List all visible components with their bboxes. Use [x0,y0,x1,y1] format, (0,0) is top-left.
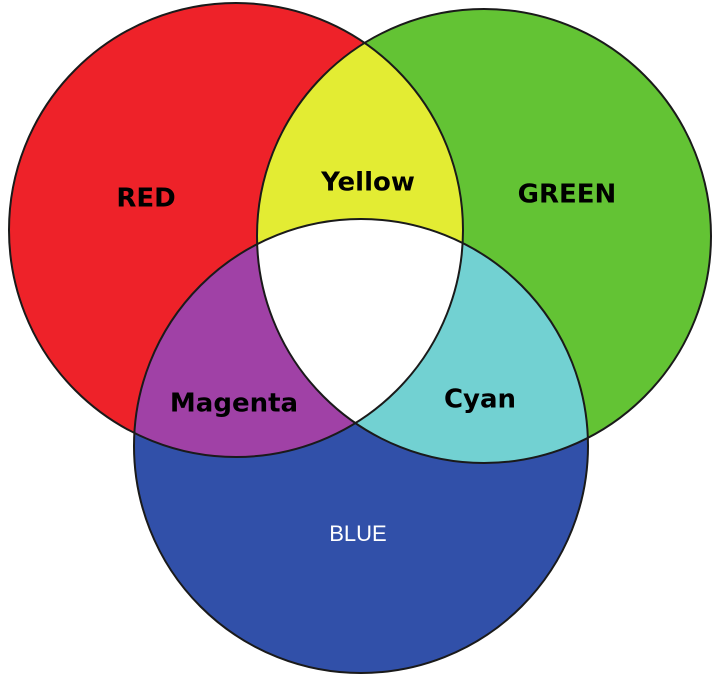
label-cyan: Cyan [444,385,516,415]
label-green: GREEN [518,180,617,210]
circle-blue-outline [133,218,589,674]
circle-green-outline [256,8,712,464]
label-blue: BLUE [329,521,386,546]
label-magenta: Magenta [170,389,298,419]
label-yellow: Yellow [320,168,415,198]
circle-red-outline [8,2,464,458]
label-red: RED [116,184,175,214]
